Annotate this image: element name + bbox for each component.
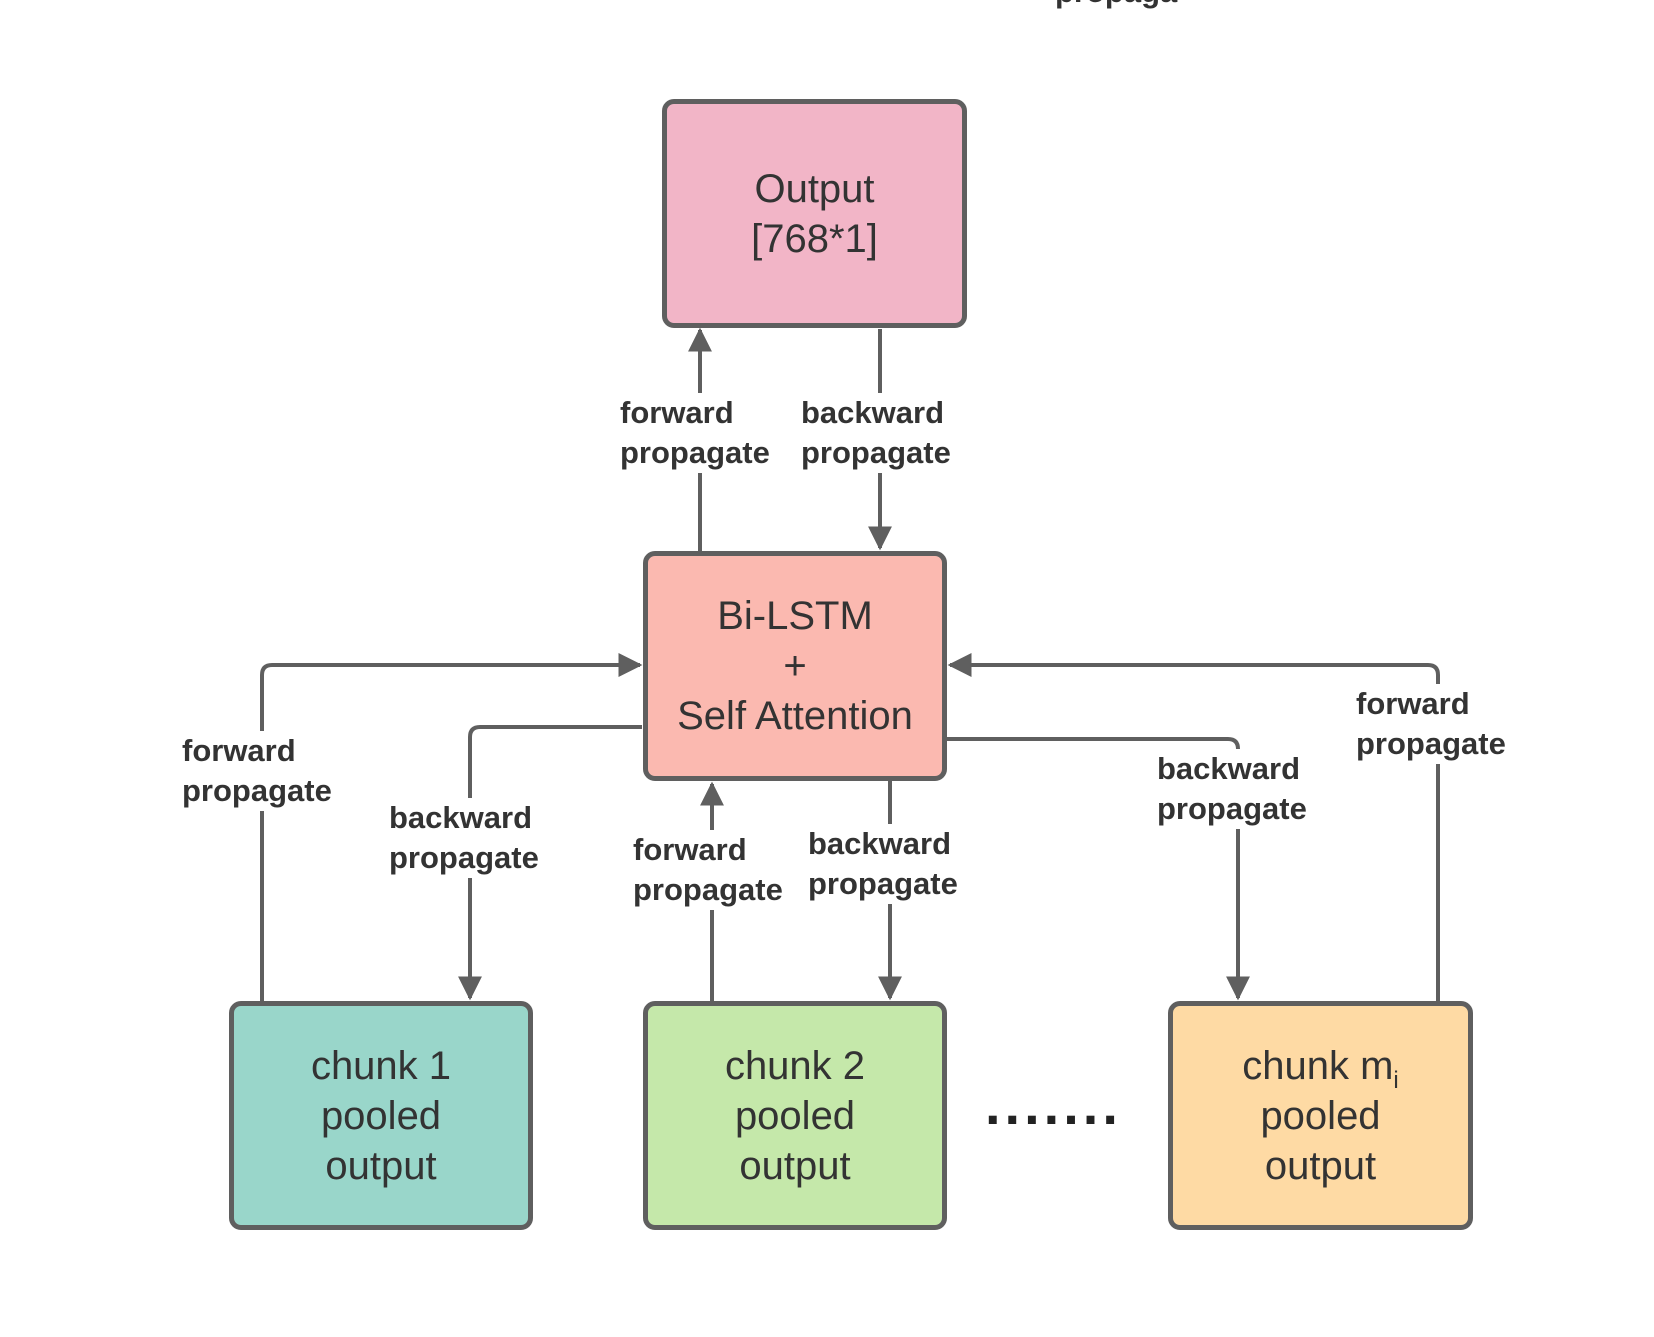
- label-backward-line1: backward: [808, 826, 952, 861]
- chunkm-node: chunk mi pooled output: [1168, 1001, 1473, 1230]
- label-forward-line1: forward: [633, 832, 747, 867]
- label-forward-to-output: forward propagate: [618, 393, 772, 473]
- chunkm-node-line1-prefix: chunk m: [1242, 1043, 1394, 1088]
- edge-chunk1-to-bilstm: [260, 653, 643, 1001]
- chunk1-node-line3: output: [325, 1143, 437, 1188]
- chunkm-node-line1: chunk mi: [1242, 1041, 1399, 1094]
- label-forward-line2: propagate: [182, 773, 332, 808]
- label-backward-line1: backward: [389, 800, 533, 835]
- bilstm-attention-node: Bi-LSTM + Self Attention: [643, 551, 947, 781]
- chunk1-node-line1: chunk 1: [310, 1043, 452, 1088]
- chunk2-node-line1: chunk 2: [724, 1043, 866, 1088]
- chunk2-node: chunk 2 pooled output: [643, 1001, 947, 1230]
- label-forward-line2: propagate: [1356, 726, 1506, 761]
- label-forward-line1: forward: [1356, 686, 1470, 721]
- label-backward-line2: propagate: [801, 435, 951, 470]
- bilstm-node-line1: Bi-LSTM: [717, 594, 873, 638]
- label-forward-line2: propagate: [620, 435, 770, 470]
- title-fragment: propaga: [1055, 0, 1177, 12]
- label-backward-line1: backward: [801, 395, 945, 430]
- label-backward-line2: propagate: [1157, 791, 1307, 826]
- label-forward-chunkm: forward propagate: [1354, 684, 1508, 764]
- ellipsis-more-chunks: .......: [985, 1073, 1122, 1136]
- label-backward-line2: propagate: [389, 840, 539, 875]
- label-forward-line1: forward: [620, 395, 734, 430]
- output-node-shape: [768*1]: [751, 216, 878, 261]
- label-forward-chunk2: forward propagate: [631, 830, 785, 910]
- chunk1-node: chunk 1 pooled output: [229, 1001, 533, 1230]
- label-backward-chunk1: backward propagate: [387, 798, 541, 878]
- chunk1-node-line2: pooled: [320, 1093, 442, 1138]
- chunkm-node-line2: pooled: [1260, 1093, 1381, 1138]
- label-backward-line2: propagate: [808, 866, 958, 901]
- label-backward-chunkm: backward propagate: [1155, 749, 1309, 829]
- output-node: Output [768*1]: [662, 99, 967, 328]
- bilstm-node-line3: Self Attention: [677, 694, 913, 738]
- edge-bilstm-to-chunk1: [458, 725, 642, 1001]
- bilstm-node-line2: +: [783, 644, 807, 688]
- label-backward-line1: backward: [1157, 751, 1301, 786]
- label-backward-chunk2: backward propagate: [806, 824, 960, 904]
- chunkm-node-line1-subscript: i: [1393, 1066, 1399, 1094]
- chunk2-node-line2: pooled: [734, 1093, 856, 1138]
- chunk2-node-line3: output: [739, 1143, 851, 1188]
- label-backward-from-output: backward propagate: [799, 393, 953, 473]
- label-forward-chunk1: forward propagate: [180, 731, 334, 811]
- edge-chunkm-to-bilstm: [947, 653, 1440, 1001]
- label-forward-line1: forward: [182, 733, 296, 768]
- chunkm-node-line3: output: [1264, 1143, 1377, 1188]
- label-forward-line2: propagate: [633, 872, 783, 907]
- edge-bilstm-to-chunkm: [947, 737, 1250, 1001]
- output-node-title: Output: [754, 166, 875, 211]
